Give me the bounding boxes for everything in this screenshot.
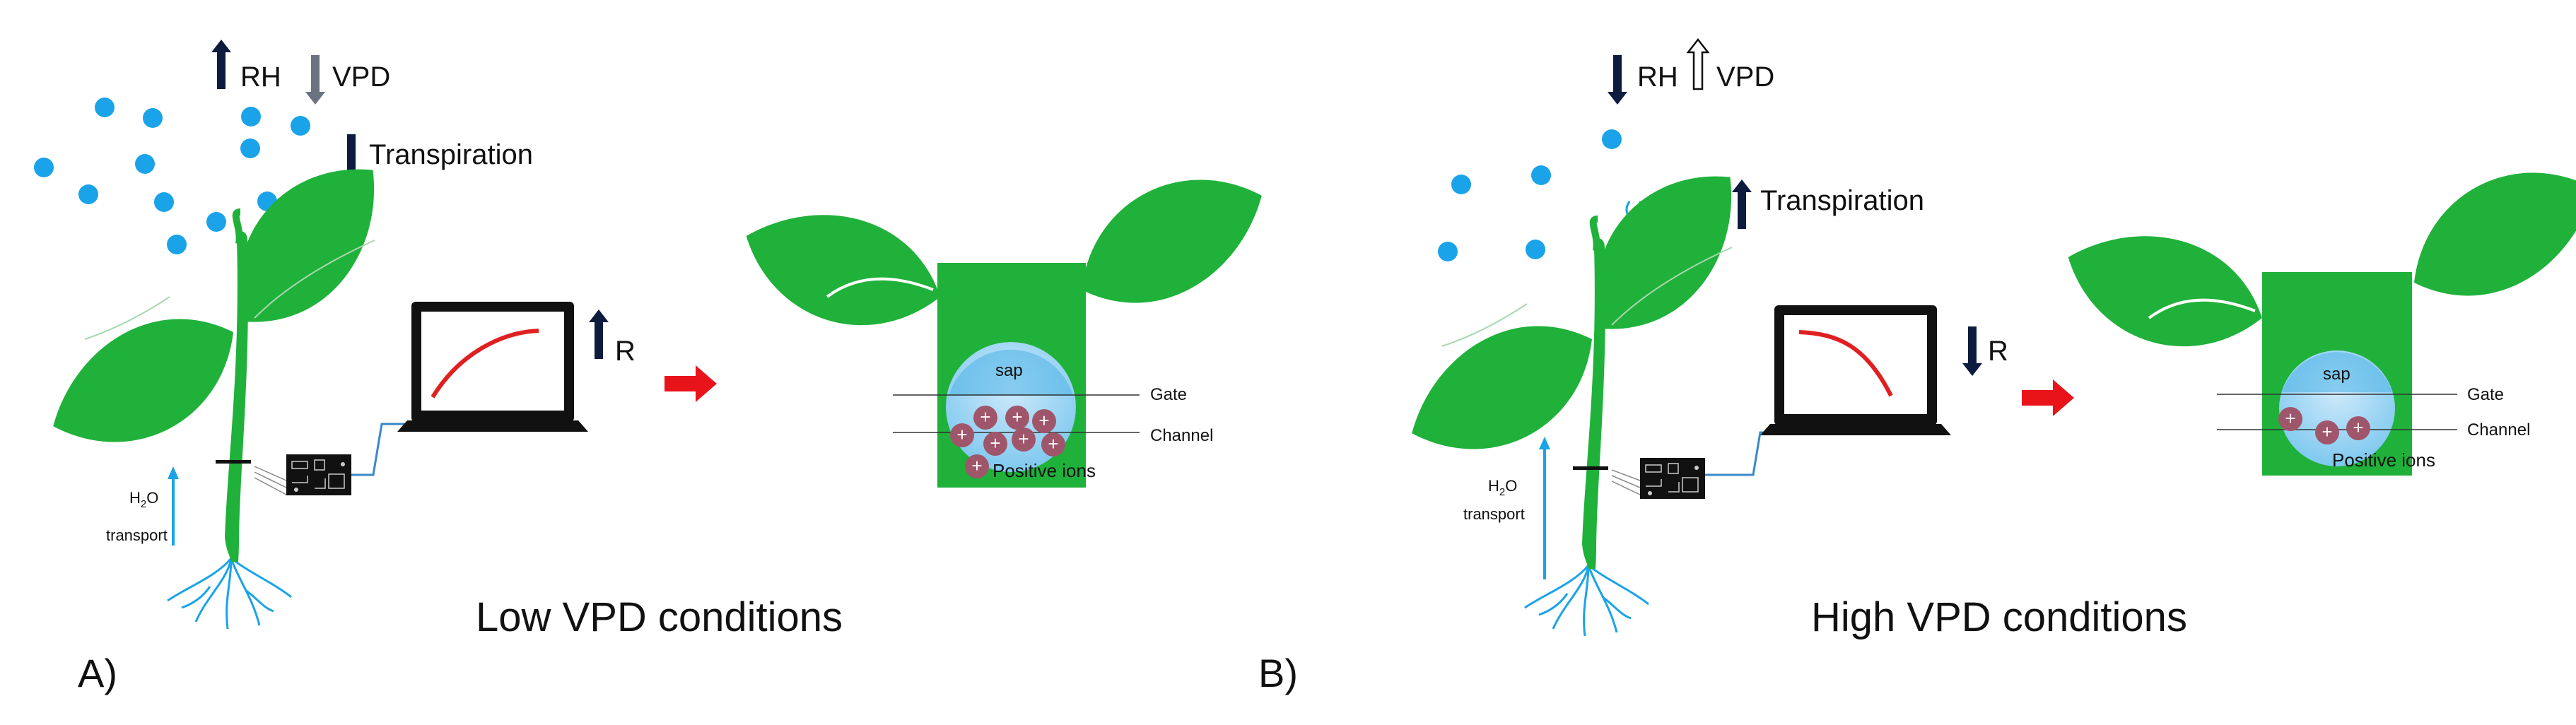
svg-text:+: + (1018, 428, 1029, 449)
panel-b-caption: High VPD conditions (1811, 594, 2187, 640)
svg-text:+: + (956, 424, 967, 445)
svg-text:+: + (1012, 406, 1022, 428)
rh-down-arrow-icon (1608, 55, 1627, 105)
plant (31, 138, 416, 630)
rh-up-arrow-icon (211, 40, 231, 89)
panel-a-letter: A) (78, 651, 117, 695)
water-formula: H2O (1488, 477, 1517, 498)
channel-label: Channel (1150, 426, 1213, 445)
rh-label: RH (240, 61, 281, 93)
ion: + (983, 432, 1007, 456)
sap-label: sap (995, 361, 1023, 380)
panel-a: RH VPD Transpiration H2O transport (31, 40, 1284, 695)
r-up-arrow-icon (589, 310, 609, 359)
svg-text:+: + (1038, 410, 1049, 431)
ion: + (2315, 420, 2339, 444)
r-label: R (615, 336, 636, 367)
positive-ions-label: Positive ions (993, 460, 1096, 481)
positive-ions: + + + + + + + + (950, 406, 1065, 478)
vpd-label: VPD (1716, 61, 1774, 93)
vpd-label: VPD (332, 61, 390, 93)
svg-text:+: + (990, 432, 1000, 454)
r-label: R (1988, 336, 2008, 367)
ion: + (950, 423, 974, 447)
sensor-chip (1611, 431, 1774, 500)
ion: + (1005, 406, 1029, 430)
sap-label: sap (2323, 365, 2350, 384)
transpiration-label: Transpiration (369, 139, 533, 170)
ion: + (2278, 407, 2302, 431)
svg-text:+: + (980, 406, 990, 428)
svg-text:+: + (2285, 408, 2295, 429)
red-arrow-icon (2022, 379, 2074, 416)
positive-ions-label: Positive ions (2332, 449, 2435, 471)
panel-b-letter: B) (1258, 651, 1298, 695)
ion: + (1032, 409, 1056, 433)
transport-label: transport (1463, 505, 1525, 523)
svg-text:+: + (1048, 433, 1058, 454)
rh-label: RH (1637, 61, 1678, 93)
ion: + (965, 454, 989, 478)
laptop-display (1760, 305, 1951, 435)
svg-text:+: + (2353, 417, 2363, 438)
resistance-curve-decreasing (1798, 330, 1893, 397)
r-down-arrow-icon (1962, 326, 1982, 376)
ion: + (973, 406, 997, 430)
positive-ions: + + + (2278, 407, 2370, 444)
svg-text:+: + (2322, 421, 2332, 442)
transport-label: transport (106, 526, 168, 544)
water-formula: H2O (129, 489, 158, 510)
transpiration-up-arrow-icon (1732, 179, 1752, 229)
ion: + (1041, 432, 1065, 456)
sensor-chip (254, 423, 406, 496)
water-droplets (1438, 129, 1622, 261)
panel-a-caption: Low VPD conditions (476, 594, 843, 640)
stem-section (2049, 148, 2576, 476)
ion: + (1012, 428, 1036, 452)
ion: + (2346, 416, 2370, 440)
svg-text:+: + (971, 455, 982, 476)
resistance-curve-increasing (431, 329, 539, 399)
panel-b: RH VPD Transpiration H2O transport (1258, 38, 2576, 695)
laptop-display (397, 302, 588, 432)
vpd-down-arrow-icon (305, 55, 325, 105)
channel-label: Channel (2467, 420, 2530, 440)
red-arrow-icon (665, 365, 717, 402)
vpd-up-arrow-icon (1687, 38, 1709, 90)
plant (1390, 146, 1773, 637)
gate-label: Gate (2467, 385, 2504, 404)
gate-label: Gate (1150, 385, 1187, 404)
transpiration-label: Transpiration (1760, 185, 1924, 216)
stem-section (727, 155, 1284, 488)
